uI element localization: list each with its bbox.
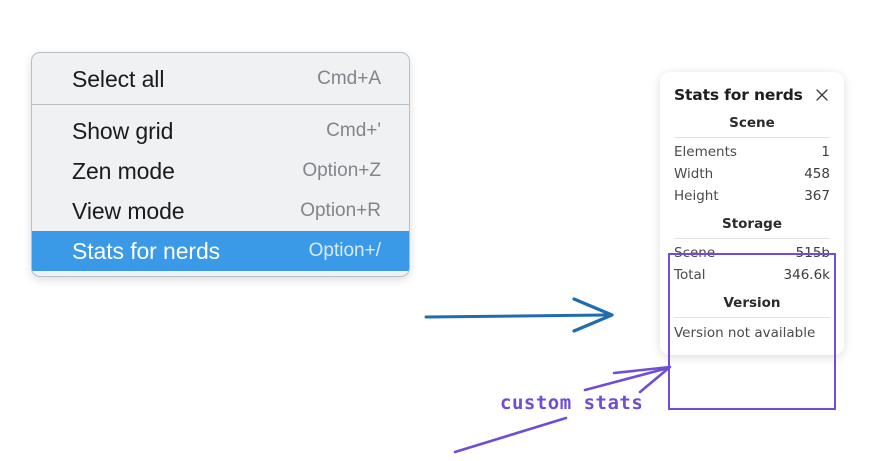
flow-arrow-icon: [424, 297, 614, 333]
menu-item-shortcut: Option+R: [300, 200, 381, 221]
stats-version-note: Version not available: [674, 325, 816, 341]
stats-row-key: Width: [674, 166, 714, 182]
stats-panel-titlebar: Stats for nerds: [660, 82, 844, 106]
menu-item-label: View mode: [72, 197, 185, 224]
menu-item-zen-mode[interactable]: Zen mode Option+Z: [32, 151, 409, 191]
menu-item-stats-for-nerds[interactable]: Stats for nerds Option+/: [32, 231, 409, 271]
stats-group-heading-scene: Scene: [729, 115, 775, 131]
close-icon[interactable]: [813, 86, 831, 104]
menu-item-shortcut: Cmd+A: [317, 68, 381, 89]
stats-row-value: 346.6k: [783, 267, 830, 283]
stats-row-width: Width 458: [674, 163, 830, 185]
stats-row-value: 515b: [795, 245, 830, 261]
divider: [674, 317, 830, 318]
stats-row-value: 367: [804, 188, 830, 204]
stats-row-storage-total: Total 346.6k: [674, 264, 830, 286]
annotation-custom-stats-label: custom stats: [500, 392, 644, 414]
menu-item-shortcut: Cmd+': [326, 120, 381, 141]
menu-item-label: Select all: [72, 65, 165, 92]
context-menu[interactable]: Select all Cmd+A Show grid Cmd+' Zen mod…: [31, 52, 410, 277]
stats-row-storage-scene: Scene 515b: [674, 242, 830, 264]
stats-group-heading-storage: Storage: [721, 216, 783, 232]
stats-row-key: Elements: [674, 144, 737, 160]
menu-item-shortcut: Option+Z: [302, 160, 381, 181]
divider: [674, 137, 830, 138]
stats-panel-title: Stats for nerds: [674, 86, 803, 104]
stats-row-key: Height: [674, 188, 719, 204]
stats-group-heading-version: Version: [723, 295, 781, 311]
stats-row-value: 458: [804, 166, 830, 182]
menu-item-select-all[interactable]: Select all Cmd+A: [32, 59, 409, 99]
stats-row-elements: Elements 1: [674, 141, 830, 163]
menu-item-label: Zen mode: [72, 157, 175, 184]
menu-item-show-grid[interactable]: Show grid Cmd+': [32, 111, 409, 151]
menu-item-label: Stats for nerds: [72, 237, 221, 264]
stats-row-value: 1: [821, 144, 830, 160]
menu-section-2: Show grid Cmd+' Zen mode Option+Z View m…: [32, 104, 409, 276]
menu-section-1: Select all Cmd+A: [32, 53, 409, 104]
menu-item-label: Show grid: [72, 117, 174, 144]
divider: [674, 238, 830, 239]
stats-row-key: Total: [674, 267, 706, 283]
menu-item-view-mode[interactable]: View mode Option+R: [32, 191, 409, 231]
stats-panel-body: Scene Elements 1 Width 458 Height 367 St…: [660, 106, 844, 343]
stats-for-nerds-panel[interactable]: Stats for nerds Scene Elements 1 Width 4…: [660, 72, 844, 355]
stats-row-height: Height 367: [674, 185, 830, 207]
stats-row-key: Scene: [674, 245, 716, 261]
menu-item-shortcut: Option+/: [308, 240, 381, 261]
